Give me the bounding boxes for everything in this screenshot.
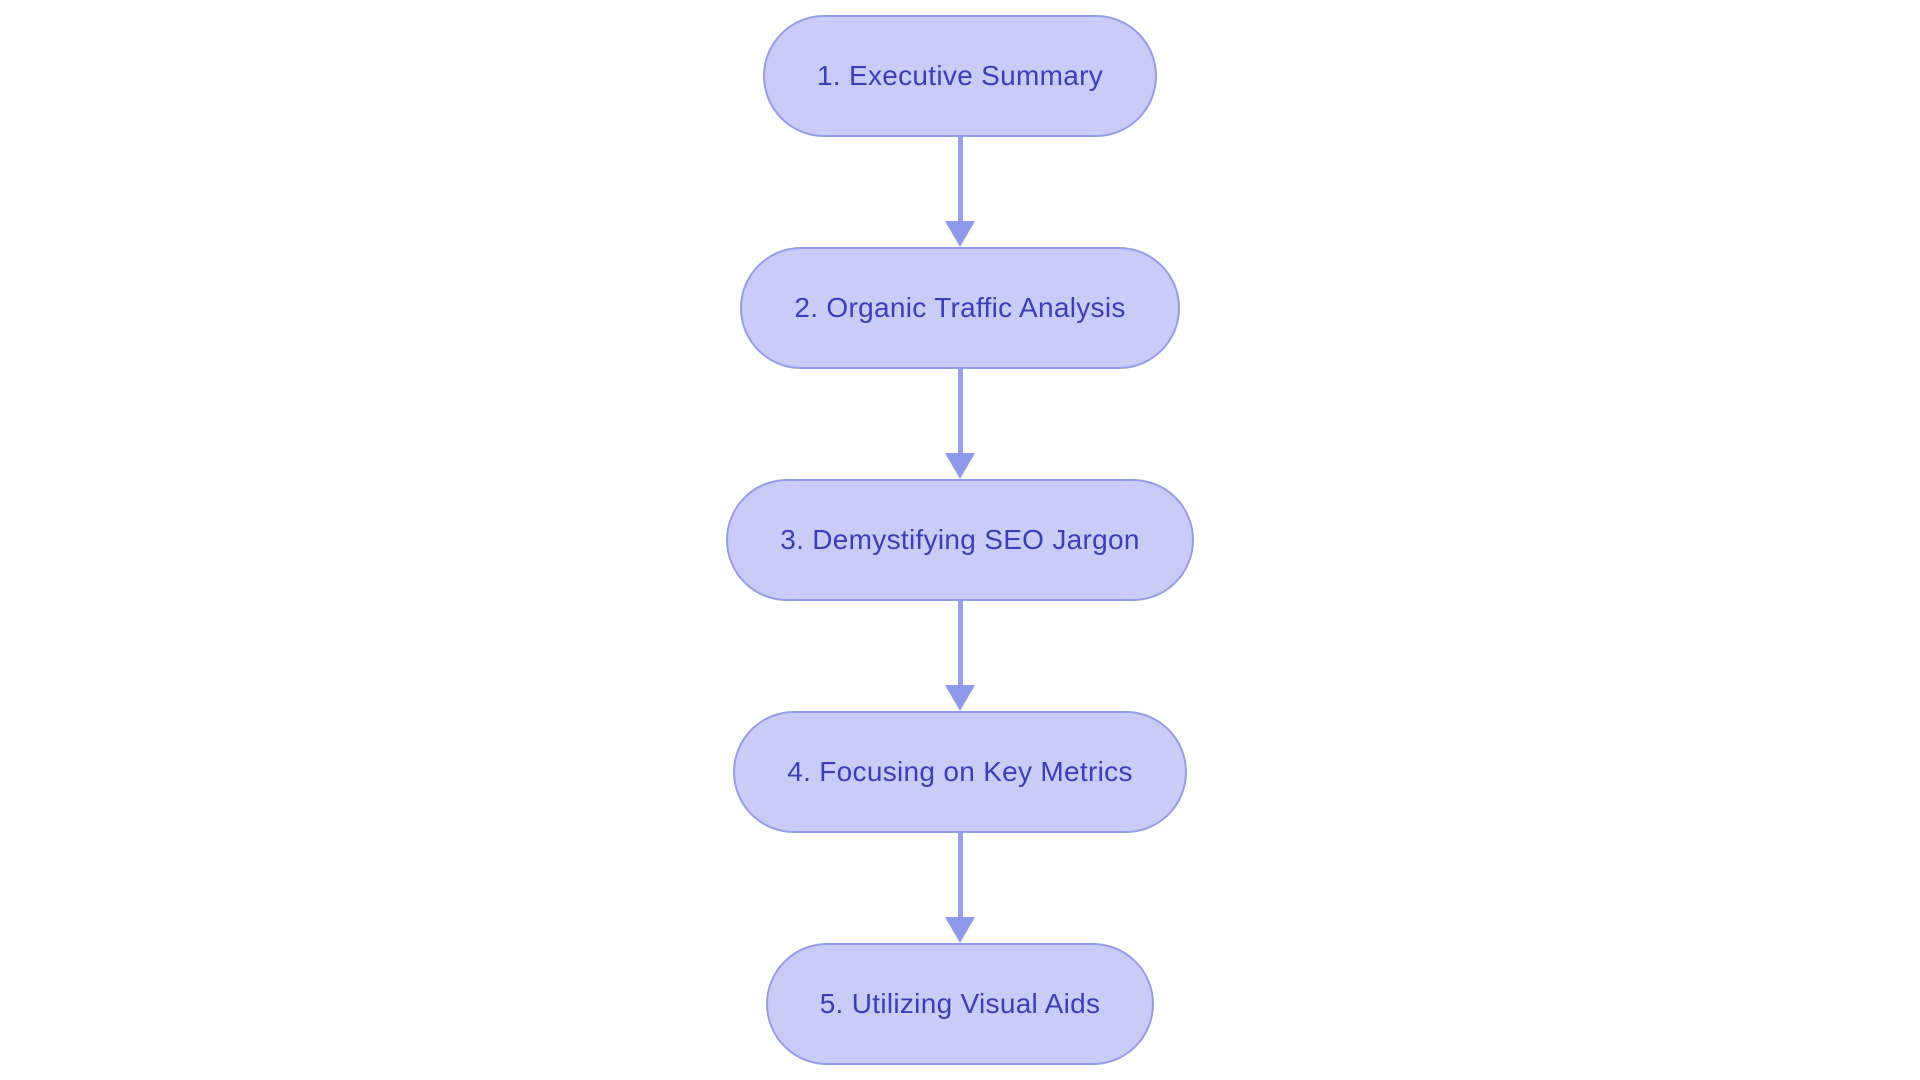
flow-arrow-3-4 (945, 601, 975, 711)
node-label-demystifying-seo-jargon: 3. Demystifying SEO Jargon (780, 524, 1140, 555)
node-label-executive-summary: 1. Executive Summary (816, 60, 1104, 91)
node-label-focusing-on-key-metrics: 4. Focusing on Key Metrics (787, 756, 1133, 787)
arrow-down-icon (945, 917, 975, 943)
flow-node-demystifying-seo-jargon: 3. Demystifying SEO Jargon (726, 479, 1194, 601)
arrow-down-icon (945, 685, 975, 711)
flow-arrow-4-5 (945, 833, 975, 943)
flow-arrow-2-3 (945, 369, 975, 479)
arrow-line (957, 601, 963, 685)
arrow-down-icon (945, 453, 975, 479)
node-label-organic-traffic-analysis: 2. Organic Traffic Analysis (794, 292, 1126, 323)
arrow-line (957, 137, 963, 221)
node-label-utilizing-visual-aids: 5. Utilizing Visual Aids (819, 988, 1101, 1019)
flow-node-organic-traffic-analysis: 2. Organic Traffic Analysis (740, 247, 1180, 369)
flow-node-utilizing-visual-aids: 5. Utilizing Visual Aids (765, 943, 1155, 1065)
flow-node-executive-summary: 1. Executive Summary (762, 15, 1158, 137)
arrow-down-icon (945, 221, 975, 247)
arrow-line (957, 369, 963, 453)
flow-node-focusing-on-key-metrics: 4. Focusing on Key Metrics (733, 711, 1187, 833)
flow-arrow-1-2 (945, 137, 975, 247)
arrow-line (957, 833, 963, 917)
